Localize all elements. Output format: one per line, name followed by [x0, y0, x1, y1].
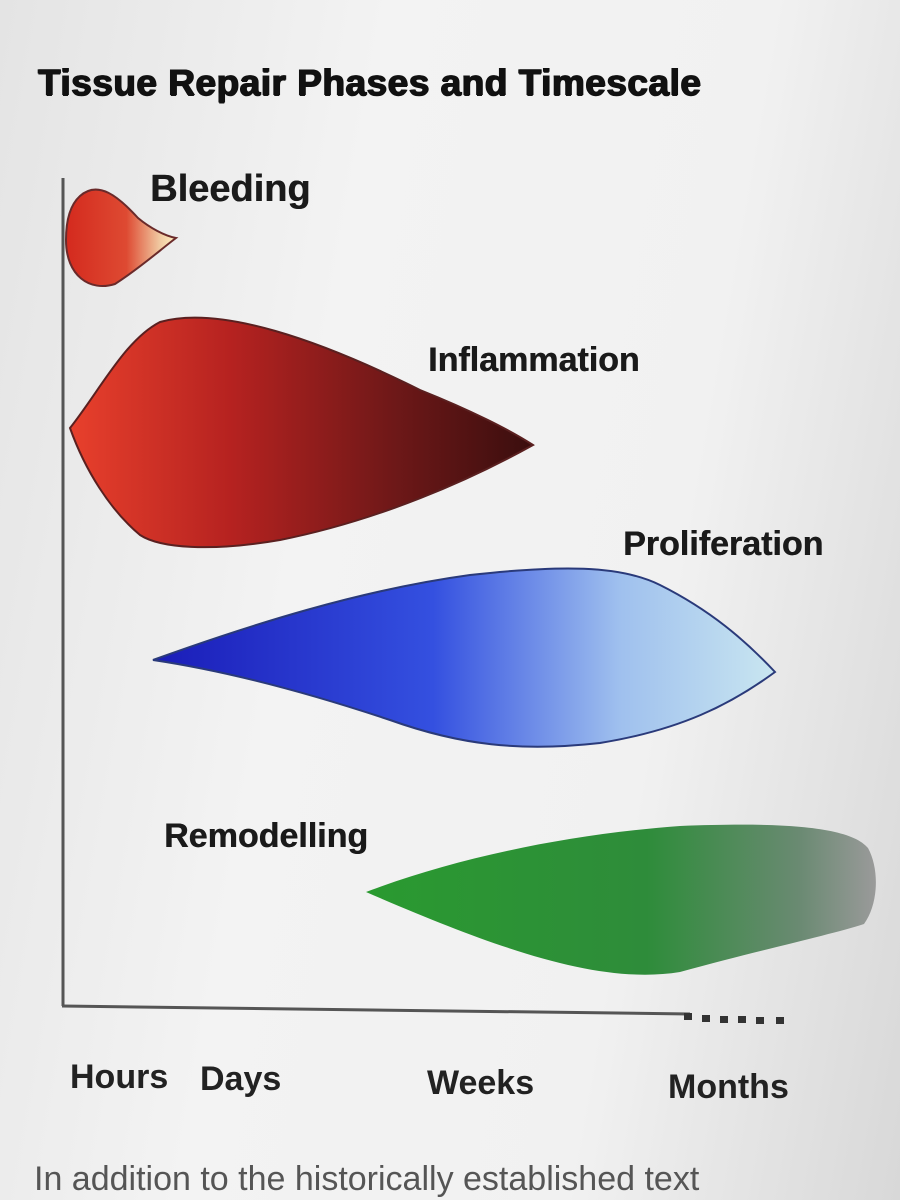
diagram-title: Tissue Repair Phases and Timescale — [38, 62, 702, 103]
inflammation-phase-shape — [68, 316, 535, 549]
proliferation-phase-shape — [152, 567, 777, 748]
remodelling-label: Remodelling — [164, 817, 369, 855]
x-tick-weeks: Weeks — [427, 1064, 535, 1102]
bleeding-label: Bleeding — [150, 168, 311, 210]
x-axis-continuation-dots — [684, 1013, 784, 1024]
x-tick-days: Days — [200, 1060, 282, 1098]
bleeding-phase-shape — [64, 188, 179, 287]
proliferation-label: Proliferation — [623, 525, 824, 563]
inflammation-label: Inflammation — [428, 341, 640, 379]
x-tick-months: Months — [668, 1068, 789, 1106]
x-axis-line — [61, 1004, 691, 1016]
body-text-fragment: In addition to the historically establis… — [34, 1160, 700, 1198]
remodelling-phase-shape — [366, 824, 876, 975]
x-tick-hours: Hours — [70, 1058, 169, 1096]
